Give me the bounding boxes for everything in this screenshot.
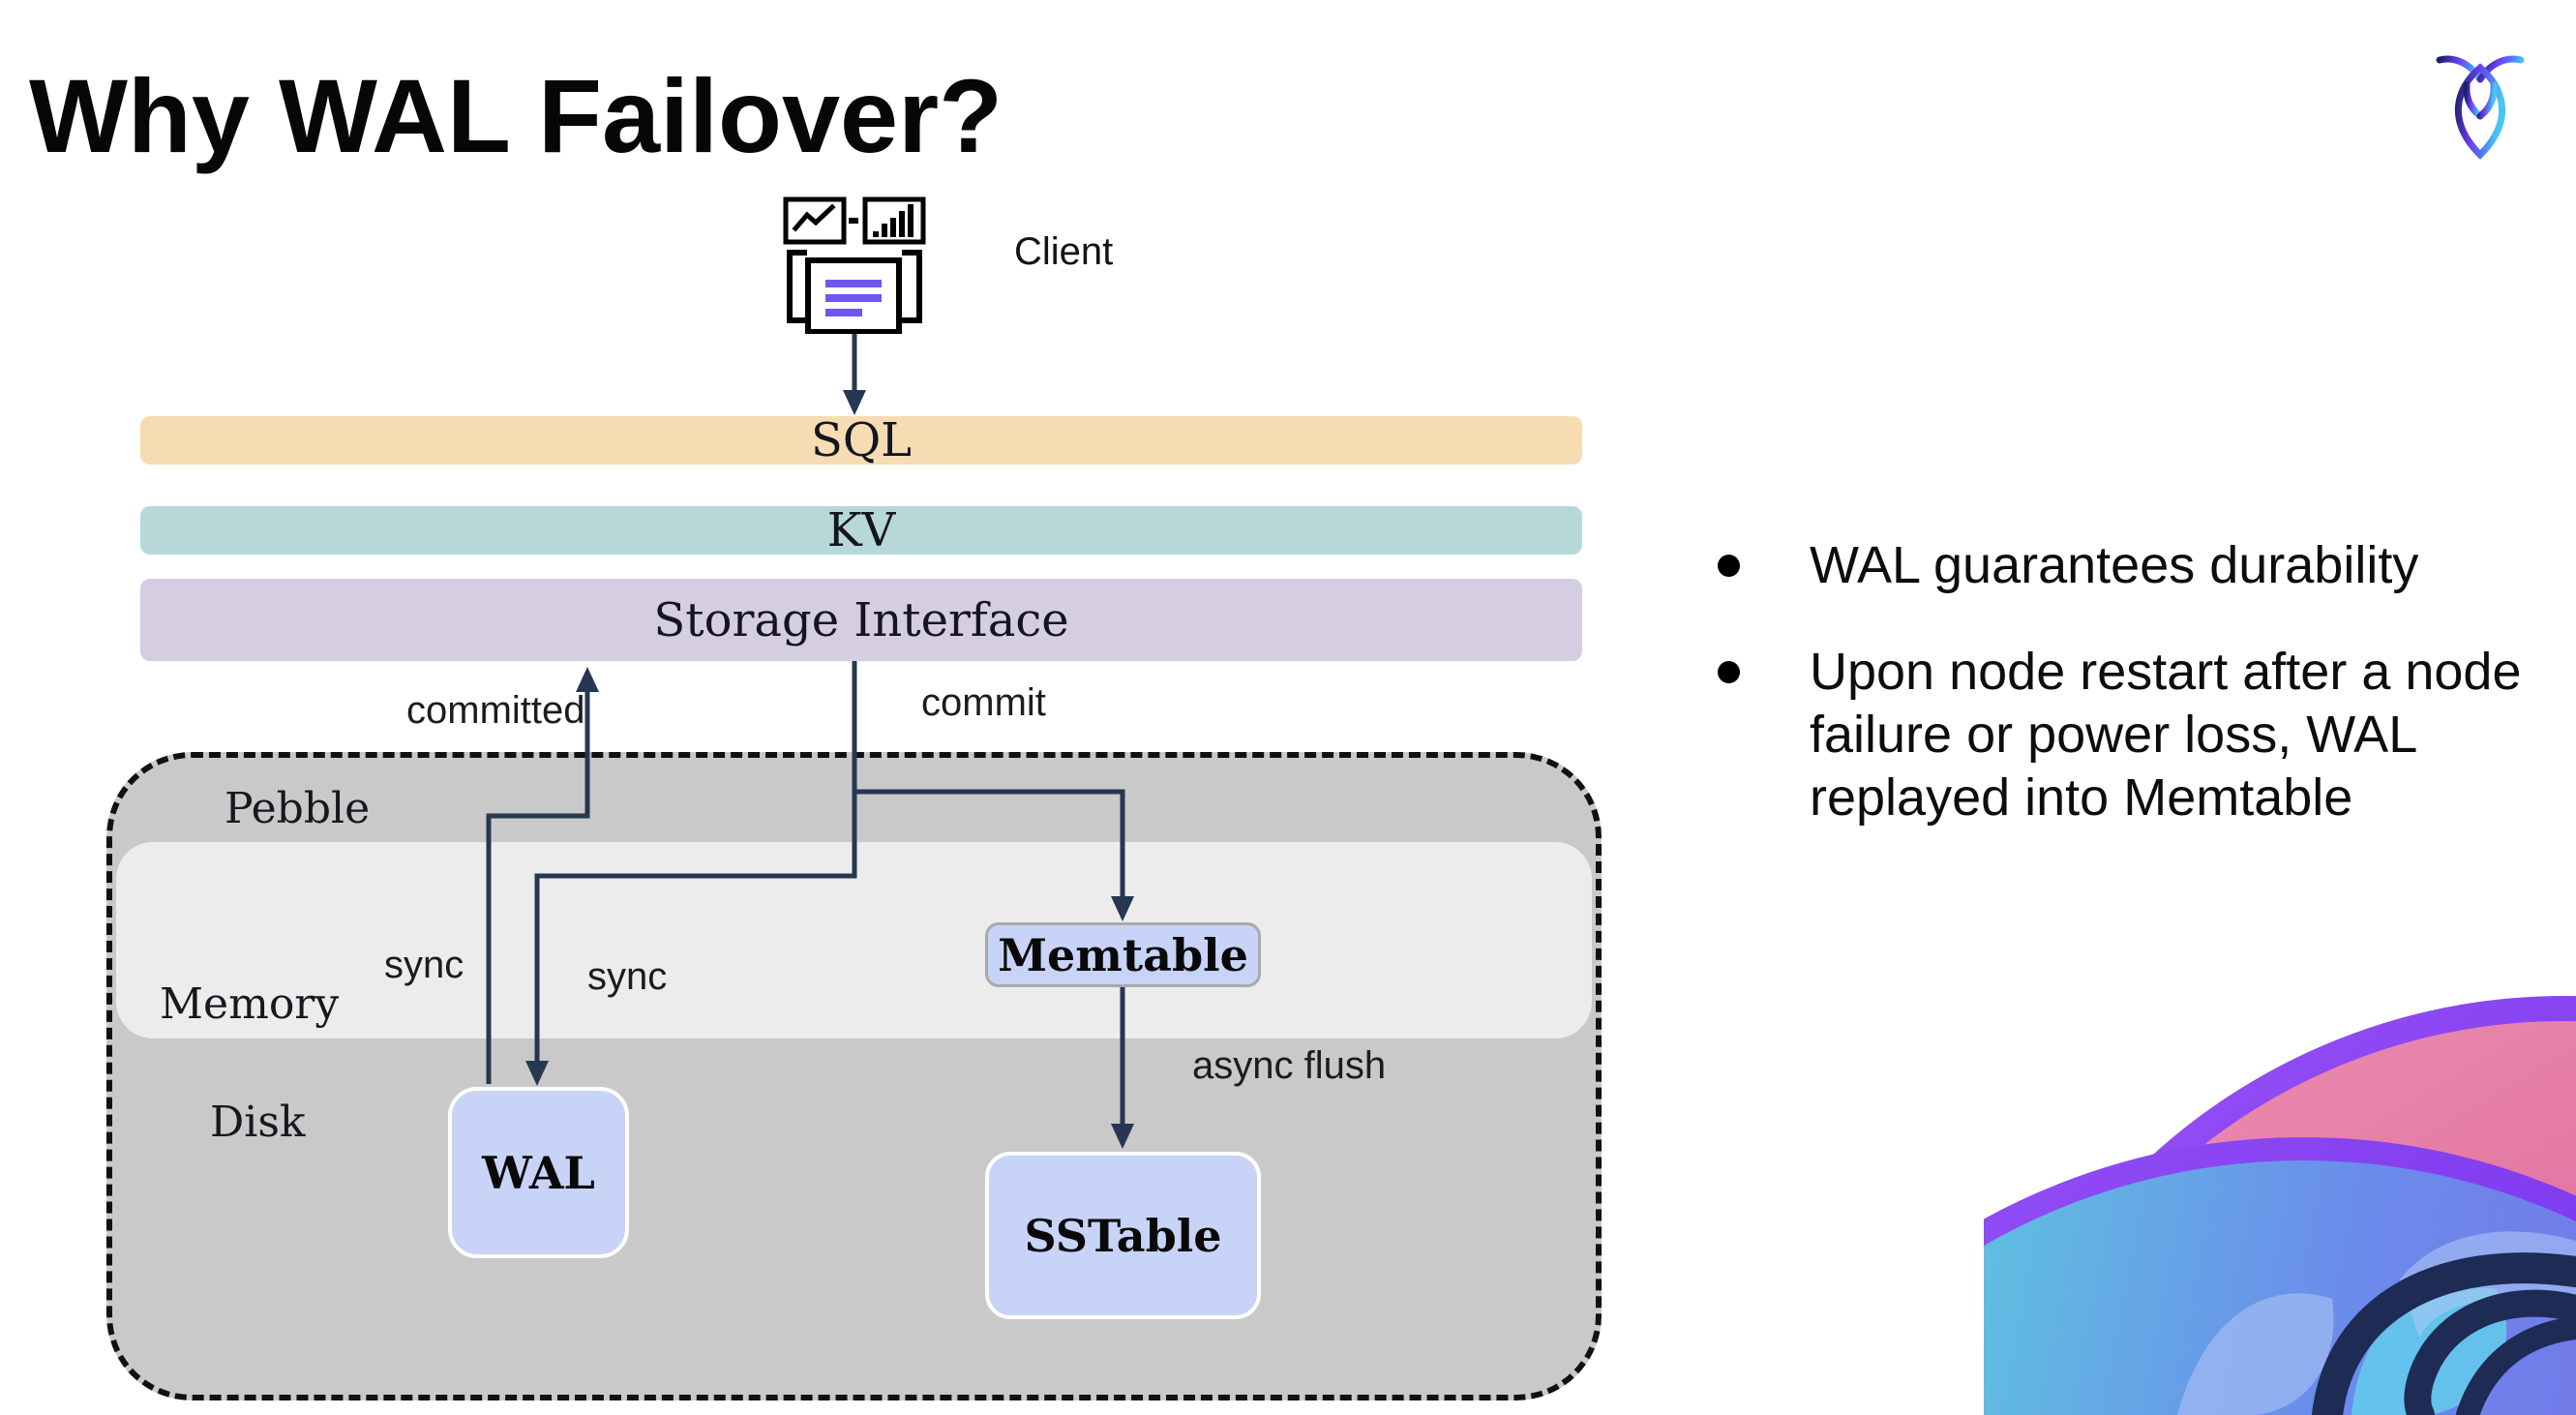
page-title: Why WAL Failover?: [29, 57, 1003, 174]
edge-label-committed: committed: [406, 689, 585, 732]
memory-label: Memory: [160, 979, 340, 1029]
bullet-list: WAL guarantees durability Upon node rest…: [1718, 534, 2535, 829]
edge-label-commit: commit: [921, 681, 1046, 724]
wal-node: WAL: [448, 1087, 629, 1258]
client-icon: [783, 196, 926, 334]
sstable-node: SSTable: [985, 1152, 1261, 1319]
layer-sql: SQL: [140, 413, 1582, 467]
client-label: Client: [1014, 230, 1114, 273]
memtable-node: Memtable: [985, 922, 1261, 987]
disk-label: Disk: [210, 1098, 306, 1147]
layer-storage-interface: Storage Interface: [140, 579, 1582, 661]
brand-corner-graphic-icon: [1984, 996, 2576, 1415]
edge-label-sync-down: sync: [587, 955, 668, 998]
layer-kv: KV: [140, 503, 1582, 557]
cockroachdb-logo-icon: [2436, 55, 2525, 160]
bullet-item: WAL guarantees durability: [1718, 534, 2526, 597]
pebble-label: Pebble: [225, 784, 371, 833]
edge-label-async-flush: async flush: [1192, 1044, 1387, 1087]
edge-label-sync-up: sync: [384, 944, 464, 986]
bullet-item: Upon node restart after a node failure o…: [1718, 641, 2526, 829]
